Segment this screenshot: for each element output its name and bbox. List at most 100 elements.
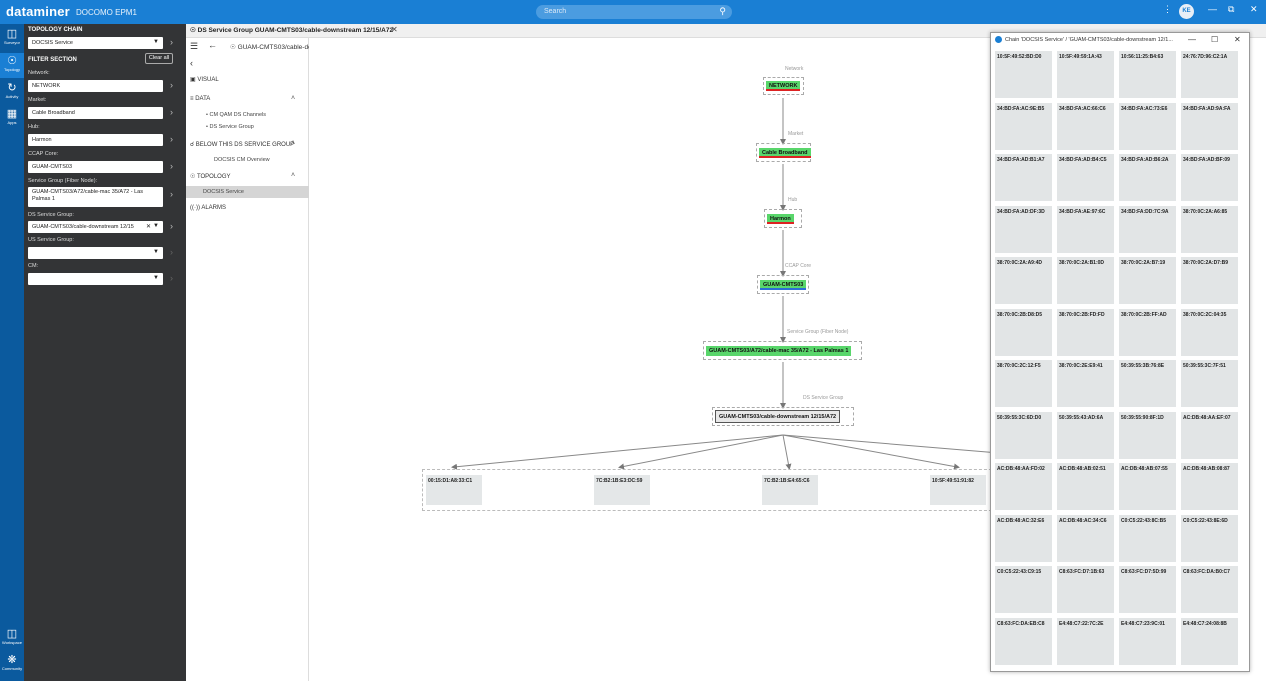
chevron-up-icon[interactable]: ˄ [291, 95, 296, 102]
restore-icon[interactable]: ⧉ [1228, 4, 1235, 14]
minimize-icon[interactable]: — [1188, 35, 1196, 44]
close-icon[interactable]: ✕ [1250, 4, 1258, 14]
cm-grid-cell[interactable]: 10:56:11:25:B4:63 [1119, 51, 1176, 98]
tree-topology[interactable]: ☉ TOPOLOGY [190, 174, 231, 180]
service-group-field[interactable]: GUAM-CMTS03/A72/cable-mac 35/A72 - Las P… [28, 187, 163, 207]
cm-grid-cell[interactable]: 34:BD:FA:AD:BF:09 [1181, 154, 1238, 201]
cm-grid-cell[interactable]: C0:C5:22:43:8C:B5 [1119, 514, 1176, 562]
cm-grid-cell[interactable]: 50:39:55:43:AD:6A [1057, 411, 1114, 459]
cm-node[interactable]: 7C:B2:1B:E4:65:C6 [762, 475, 818, 505]
chevron-right-icon[interactable]: › [170, 134, 173, 144]
cm-grid-cell[interactable]: E4:48:C7:22:7C:2E [1057, 617, 1114, 665]
nav-apps[interactable]: ▦ Apps [0, 108, 24, 125]
minimize-icon[interactable]: — [1208, 4, 1217, 14]
nav-community[interactable]: ❋ Community [1, 654, 23, 671]
node-cable-broadband[interactable]: Cable Broadband [759, 148, 811, 158]
cm-grid-cell[interactable]: 24:76:7D:96:C2:1A [1181, 51, 1238, 98]
cm-grid-cell[interactable]: C0:C5:22:43:8E:6D [1181, 514, 1238, 562]
ds-service-group-field[interactable]: GUAM-CMTS03/cable-downstream 12/15 ✕ ▼ [28, 221, 163, 233]
cm-grid-cell[interactable]: 34:BD:FA:AE:97:6C [1057, 205, 1114, 253]
node-network[interactable]: NETWORK [766, 81, 801, 91]
cm-grid-cell[interactable]: 10:5F:49:59:1A:43 [1057, 51, 1114, 98]
node-service-group[interactable]: GUAM-CMTS03/A72/cable-mac 35/A72 - Las P… [706, 346, 852, 356]
cm-grid-cell[interactable]: 34:BD:FA:AC:73:E6 [1119, 102, 1176, 150]
nav-activity[interactable]: ↻ Activity [0, 82, 24, 99]
chevron-right-icon[interactable]: › [170, 189, 173, 199]
cm-grid-cell[interactable]: 50:39:55:90:8F:1D [1119, 411, 1176, 459]
cm-node[interactable]: 00:15:D1:A8:33:C1 [426, 475, 482, 505]
search-input[interactable]: Search ⚲ [536, 5, 732, 19]
close-icon[interactable]: ✕ [1234, 35, 1241, 44]
cm-grid-cell[interactable]: 50:39:55:3C:6D:D0 [995, 411, 1052, 459]
search-icon[interactable]: ⚲ [719, 6, 726, 16]
chevron-right-icon[interactable]: › [170, 37, 173, 47]
chevron-right-icon[interactable]: › [170, 80, 173, 90]
cm-grid-cell[interactable]: 38:70:0C:2A:D7:B9 [1181, 257, 1238, 304]
tree-below[interactable]: ☌ BELOW THIS DS SERVICE GROUP [190, 142, 295, 148]
cm-grid-cell[interactable]: C8:63:FC:DA:B0:C7 [1181, 566, 1238, 613]
cm-grid-cell[interactable]: 34:BD:FA:AD:B1:A7 [995, 154, 1052, 201]
cm-grid-cell[interactable]: AC:DB:48:AB:07:55 [1119, 463, 1176, 510]
chain-select[interactable]: DOCSIS Service ▼ [28, 37, 163, 49]
cm-grid-cell[interactable]: 50:39:55:3B:76:8E [1119, 360, 1176, 407]
nav-workspace[interactable]: ◫ Workspace [0, 628, 24, 645]
more-icon[interactable]: ⋮ [1163, 4, 1172, 14]
node-ds-service-group[interactable]: GUAM-CMTS03/cable-downstream 12/15/A72 [715, 410, 841, 423]
chevron-right-icon[interactable]: › [170, 273, 173, 283]
cm-grid-cell[interactable]: 34:BD:FA:DD:7C:9A [1119, 205, 1176, 253]
nav-topology[interactable]: ☉ Topology [0, 53, 24, 78]
node-ccap-core[interactable]: GUAM-CMTS03 [760, 280, 807, 290]
collapse-icon[interactable]: ‹ [190, 58, 193, 68]
cm-grid-cell[interactable]: 34:BD:FA:AC:9E:B5 [995, 102, 1052, 150]
close-icon[interactable]: ✕ [391, 25, 398, 34]
cm-grid-cell[interactable]: 34:BD:FA:AD:B4:C5 [1057, 154, 1114, 201]
cm-grid-cell[interactable]: E4:48:C7:24:08:8B [1181, 617, 1238, 665]
chevron-right-icon[interactable]: › [170, 107, 173, 117]
cm-grid-cell[interactable]: 50:39:55:3C:7F:51 [1181, 360, 1238, 407]
cm-grid-cell[interactable]: 34:BD:FA:AC:66:C6 [1057, 102, 1114, 150]
back-arrow-icon[interactable]: ← [208, 40, 217, 50]
tree-item-ds-service-group[interactable]: • DS Service Group [206, 124, 254, 130]
cm-grid-cell[interactable]: 34:BD:FA:AD:9A:FA [1181, 102, 1238, 150]
tree-visual[interactable]: ▣ VISUAL [190, 77, 219, 83]
cm-node[interactable]: 10:5F:49:51:91:82 [930, 475, 986, 505]
cm-grid-cell[interactable]: C8:63:FC:D7:5D:99 [1119, 566, 1176, 613]
cm-grid-cell[interactable]: 34:BD:FA:AD:DF:3D [995, 205, 1052, 253]
hub-field[interactable]: Harmon [28, 134, 163, 146]
menu-icon[interactable]: ☰ [190, 41, 199, 51]
us-service-group-field[interactable]: ▼ [28, 247, 163, 259]
cm-grid-cell[interactable]: 38:70:0C:2A:B1:0D [1057, 257, 1114, 304]
cm-grid-cell[interactable]: AC:DB:48:AA:FD:02 [995, 463, 1052, 510]
cm-grid-cell[interactable]: 38:70:0C:2A:A9:4D [995, 257, 1052, 304]
nav-surveyor[interactable]: ◫ Surveyor [0, 28, 24, 45]
cm-grid-cell[interactable]: C0:C5:22:43:C9:15 [995, 566, 1052, 613]
cm-grid-cell[interactable]: 38:70:0C:2A:A6:85 [1181, 205, 1238, 253]
cm-grid-cell[interactable]: E4:48:C7:23:9C:01 [1119, 617, 1176, 665]
cm-field[interactable]: ▼ [28, 273, 163, 285]
chevron-right-icon[interactable]: › [170, 247, 173, 257]
chevron-right-icon[interactable]: › [170, 161, 173, 171]
tree-item-docsis-service[interactable]: DOCSIS Service [186, 186, 309, 198]
cm-grid-cell[interactable]: AC:DB:48:AC:32:E6 [995, 514, 1052, 562]
cm-grid-cell[interactable]: 38:70:0C:2A:B7:19 [1119, 257, 1176, 304]
tree-data[interactable]: ≡ DATA [190, 96, 211, 102]
cm-grid-cell[interactable]: 38:70:0C:2C:04:35 [1181, 308, 1238, 356]
chevron-up-icon[interactable]: ˄ [291, 140, 296, 147]
tree-item-cm-qam[interactable]: • CM QAM DS Channels [206, 112, 267, 118]
cm-grid-cell[interactable]: 38:70:0C:2B:FF:AD [1119, 308, 1176, 356]
ccap-core-field[interactable]: GUAM-CMTS03 [28, 161, 163, 173]
clear-all-button[interactable]: Clear all [145, 53, 173, 64]
cm-grid-cell[interactable]: C8:63:FC:D7:1B:63 [1057, 566, 1114, 613]
chevron-right-icon[interactable]: › [170, 221, 173, 231]
cm-grid-cell[interactable]: AC:DB:48:AC:34:C6 [1057, 514, 1114, 562]
tab-ds-service-group[interactable]: ☉ DS Service Group GUAM-CMTS03/cable-dow… [190, 27, 394, 34]
cm-grid-cell[interactable]: AC:DB:48:AB:08:87 [1181, 463, 1238, 510]
maximize-icon[interactable]: ☐ [1211, 35, 1219, 44]
clear-icon[interactable]: ✕ [145, 224, 151, 230]
cm-grid-cell[interactable]: AC:DB:48:AA:EF:07 [1181, 411, 1238, 459]
cm-grid-cell[interactable]: 10:5F:49:52:BD:D0 [995, 51, 1052, 98]
cm-grid-cell[interactable]: 38:70:0C:2B:D8:D5 [995, 308, 1052, 356]
cm-grid-cell[interactable]: AC:DB:48:AB:02:51 [1057, 463, 1114, 510]
cm-grid-cell[interactable]: 38:70:0C:2C:12:F5 [995, 360, 1052, 407]
chevron-up-icon[interactable]: ˄ [291, 172, 296, 179]
